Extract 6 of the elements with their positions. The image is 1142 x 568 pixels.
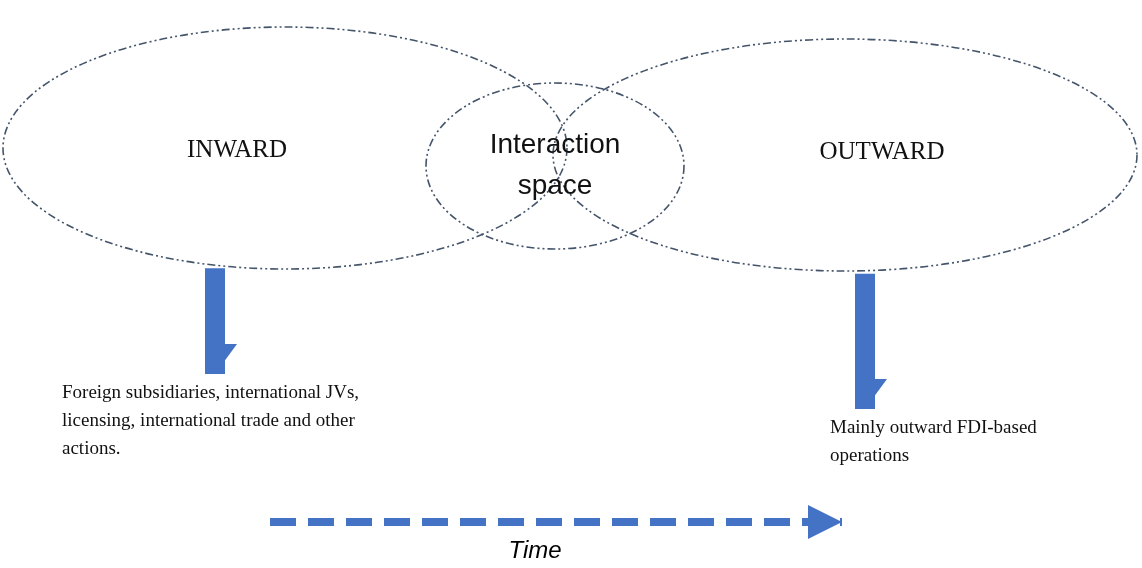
axis-label: Time (507, 536, 563, 564)
description-text: Mainly outward FDI-based operations (830, 415, 1038, 467)
ellipse-label: Interaction space (488, 127, 622, 202)
ellipse-label: OUTWARD (818, 136, 946, 166)
ellipse-label: INWARD (186, 134, 288, 164)
description-text: Foreign subsidiaries, international JVs, licensing, international trade and other actions. (62, 380, 361, 460)
